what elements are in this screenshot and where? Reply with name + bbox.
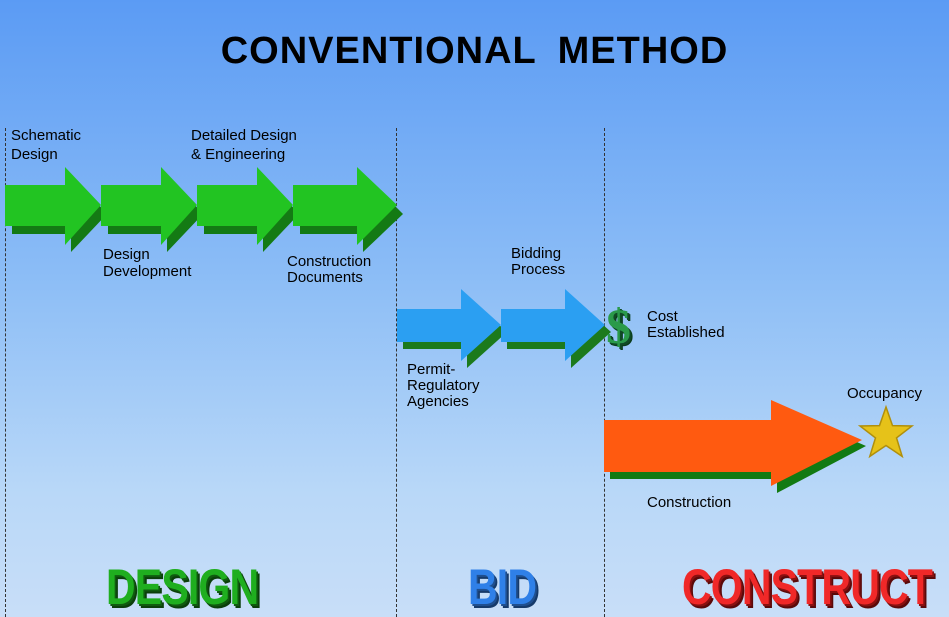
construction-documents-label: Construction Documents xyxy=(287,253,372,286)
phase-bid: BID xyxy=(468,559,537,615)
phase-divider-bid-construct xyxy=(604,128,605,617)
detailed-design-label: Detailed Design & Engineering xyxy=(191,127,297,163)
bid-arrow-1 xyxy=(397,289,501,361)
star-icon xyxy=(857,404,915,459)
design-arrow-3 xyxy=(197,167,293,245)
phase-design: DESIGN xyxy=(106,559,259,615)
bid-arrows xyxy=(397,289,611,368)
phase-construct: CONSTRUCT xyxy=(682,559,933,615)
design-arrows xyxy=(5,167,403,252)
phase-divider-design-bid xyxy=(396,128,397,617)
construction-arrow-group xyxy=(604,400,866,493)
bid-arrow-2 xyxy=(501,289,605,361)
page-title: CONVENTIONAL METHOD xyxy=(220,30,729,72)
cost-established-label: Cost Established xyxy=(647,308,725,341)
schematic-design-label: Schematic Design xyxy=(11,127,82,163)
occupancy-label: Occupancy xyxy=(847,385,923,402)
permit-agencies-label: Permit- Regulatory Agencies xyxy=(407,361,480,410)
design-arrow-2 xyxy=(101,167,197,245)
construction-arrow xyxy=(604,400,862,486)
design-development-label: Design Development xyxy=(103,246,192,280)
dollar-icon: $ xyxy=(606,298,631,354)
design-arrow-1 xyxy=(5,167,101,245)
phase-divider-left xyxy=(5,128,6,617)
construction-label: Construction xyxy=(647,494,732,511)
design-arrow-4 xyxy=(293,167,397,245)
bidding-process-label: Bidding Process xyxy=(511,245,566,278)
